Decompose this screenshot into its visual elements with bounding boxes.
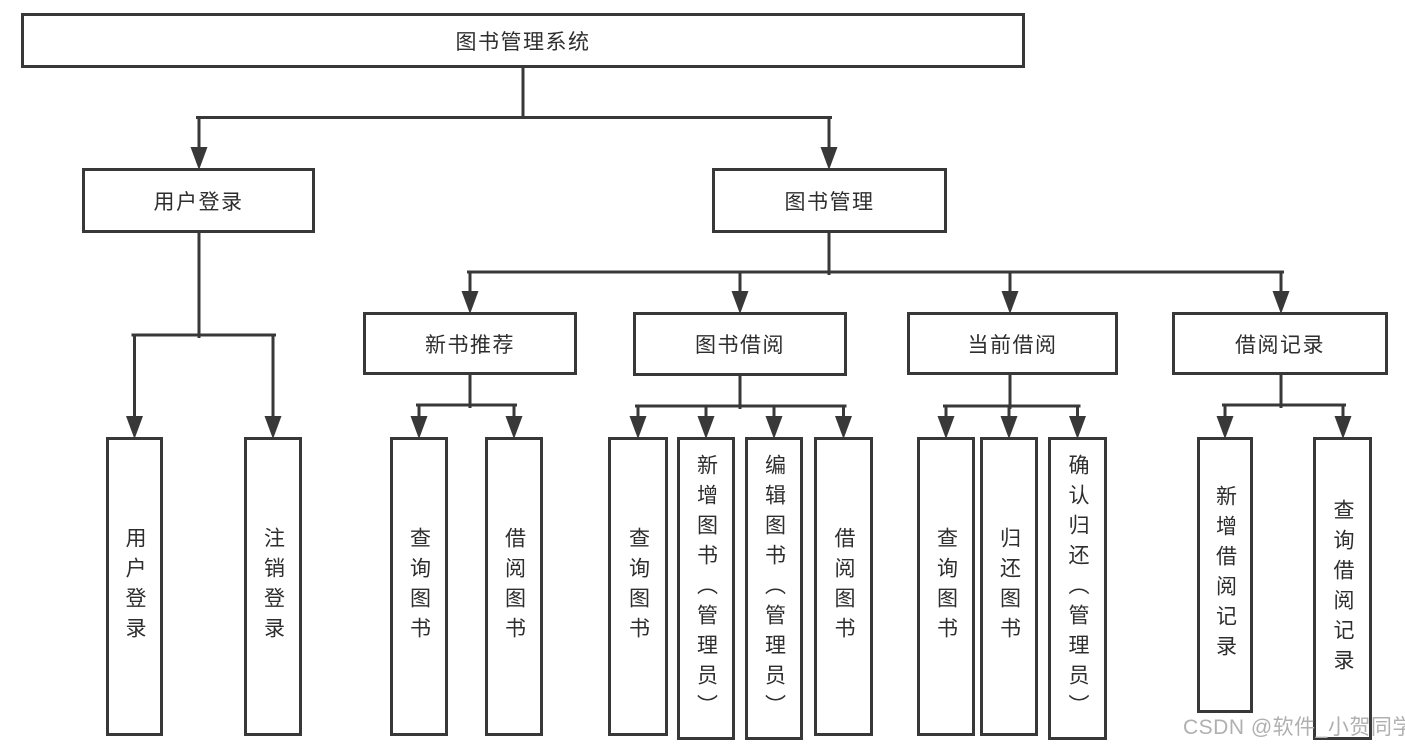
- node-leaf-user-login: 用户登录: [106, 437, 163, 736]
- node-leaf-query-borrow-record: 查询借阅记录: [1313, 437, 1372, 740]
- node-leaf-add-borrow-record-label: 新增借阅记录: [1213, 485, 1237, 665]
- node-leaf-edit-book-label: 编辑图书（管理员）: [762, 453, 786, 724]
- node-leaf-borrow-book: 借阅图书: [814, 437, 873, 736]
- node-leaf-user-login-label: 用户登录: [123, 526, 146, 647]
- node-leaf-query-book-recommend-label: 查询图书: [407, 526, 431, 647]
- node-leaf-borrow-book-label: 借阅图书: [832, 526, 855, 647]
- node-current-borrow-label: 当前借阅: [967, 333, 1058, 357]
- node-leaf-edit-book: 编辑图书（管理员）: [745, 437, 803, 740]
- node-leaf-query-book-recommend: 查询图书: [390, 437, 448, 736]
- node-borrow-records: 借阅记录: [1172, 312, 1388, 375]
- node-leaf-add-book: 新增图书（管理员）: [677, 437, 735, 740]
- node-root-label: 图书管理系统: [455, 30, 591, 54]
- node-new-book-recommend: 新书推荐: [363, 312, 577, 375]
- node-leaf-query-borrow-record-label: 查询借阅记录: [1331, 498, 1354, 679]
- node-user-login: 用户登录: [82, 168, 315, 233]
- node-leaf-query-book-borrow-label: 查询图书: [626, 526, 650, 647]
- node-leaf-logout-login-label: 注销登录: [261, 526, 285, 647]
- node-leaf-return-book: 归还图书: [980, 437, 1038, 736]
- node-book-borrow: 图书借阅: [633, 312, 847, 376]
- node-leaf-confirm-return: 确认归还（管理员）: [1048, 437, 1107, 740]
- node-current-borrow: 当前借阅: [907, 312, 1118, 375]
- node-leaf-logout-login: 注销登录: [244, 437, 302, 736]
- node-leaf-borrow-book-recommend-label: 借阅图书: [502, 526, 526, 647]
- node-book-borrow-label: 图书借阅: [695, 334, 785, 357]
- node-book-management-label: 图书管理: [784, 190, 875, 214]
- node-leaf-add-borrow-record: 新增借阅记录: [1197, 437, 1253, 713]
- node-leaf-borrow-book-recommend: 借阅图书: [485, 437, 543, 736]
- node-leaf-query-book-borrow: 查询图书: [608, 437, 668, 736]
- node-user-login-label: 用户登录: [153, 190, 244, 214]
- node-leaf-query-book-current-label: 查询图书: [934, 526, 958, 647]
- node-leaf-add-book-label: 新增图书（管理员）: [694, 453, 718, 724]
- node-leaf-return-book-label: 归还图书: [997, 526, 1021, 647]
- node-root: 图书管理系统: [21, 13, 1025, 68]
- node-new-book-recommend-label: 新书推荐: [425, 333, 515, 357]
- node-borrow-records-label: 借阅记录: [1235, 333, 1325, 357]
- node-leaf-confirm-return-label: 确认归还（管理员）: [1066, 453, 1089, 724]
- csdn-watermark: CSDN @软件_小贺同学: [1183, 716, 1405, 739]
- node-leaf-query-book-current: 查询图书: [917, 437, 975, 736]
- node-book-management: 图书管理: [712, 168, 947, 233]
